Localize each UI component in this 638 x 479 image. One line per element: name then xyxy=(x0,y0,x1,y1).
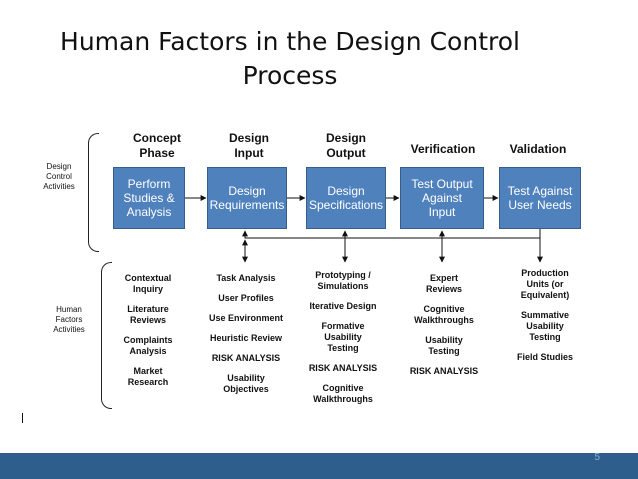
activity-item: Market Research xyxy=(127,366,169,387)
activity-item: Complaints Analysis xyxy=(123,335,173,356)
activity-item: Cognitive Walkthroughs xyxy=(313,383,373,404)
side-label-human-factors: Human Factors Activities xyxy=(46,305,92,335)
box-line: Analysis xyxy=(126,205,172,219)
phase-header-line: Design xyxy=(325,131,366,145)
activity-item: Expert Reviews xyxy=(425,273,463,294)
phase-header-line: Validation xyxy=(509,142,567,156)
phase-header-verification: Verification xyxy=(398,142,488,157)
page-number: 5 xyxy=(594,452,600,463)
side-label-line: Design xyxy=(46,162,72,171)
phase-header-concept: Concept Phase xyxy=(117,131,197,161)
box-line: Against xyxy=(421,191,463,205)
phase-header-line: Output xyxy=(326,146,366,160)
activity-item: RISK ANALYSIS xyxy=(409,366,479,376)
activity-item: Production Units (or Equivalent) xyxy=(520,268,570,300)
box-line: Design xyxy=(228,184,266,198)
slide-title-line1: Human Factors in the Design Control xyxy=(60,27,520,56)
activity-item: Contextual Inquiry xyxy=(124,273,172,294)
activity-item: Literature Reviews xyxy=(127,304,169,325)
phase-header-line: Phase xyxy=(139,146,175,160)
box-line: Input xyxy=(428,205,456,219)
activity-item: Prototyping / Simulations xyxy=(315,270,371,291)
activity-item: Iterative Design xyxy=(309,301,377,311)
box-line: Test Against xyxy=(507,184,573,198)
side-label-line: Control xyxy=(46,172,72,181)
phase-header-design-input: Design Input xyxy=(209,131,289,161)
activity-item: User Profiles xyxy=(218,293,274,303)
side-label-line: Factors xyxy=(55,315,83,324)
activity-item: Usability Objectives xyxy=(223,373,269,394)
activity-column-verification: Expert Reviews Cognitive Walkthroughs Us… xyxy=(400,273,488,386)
feedback-arrow xyxy=(242,229,541,239)
box-line: Studies & xyxy=(123,191,175,205)
activity-item: Heuristic Review xyxy=(209,333,283,343)
activity-item: Use Environment xyxy=(208,313,284,323)
activity-item: RISK ANALYSIS xyxy=(211,353,281,363)
box-line: Perform xyxy=(127,177,171,191)
activity-item: Summative Usability Testing xyxy=(520,310,570,342)
phase-header-design-output: Design Output xyxy=(306,131,386,161)
phase-header-validation: Validation xyxy=(498,142,578,157)
side-label-line: Activities xyxy=(43,182,75,191)
side-label-line: Human xyxy=(56,305,82,314)
activity-column-concept: Contextual Inquiry Literature Reviews Co… xyxy=(112,273,184,397)
side-label-design-control: Design Control Activities xyxy=(36,162,82,192)
activity-column-design-output: Prototyping / Simulations Iterative Desi… xyxy=(298,270,388,414)
phase-header-line: Design xyxy=(228,131,269,145)
activity-item: Task Analysis xyxy=(216,273,276,283)
side-label-line: Activities xyxy=(53,325,85,334)
box-line: Specifications xyxy=(308,198,384,212)
box-line: Design xyxy=(327,184,365,198)
activity-item: Field Studies xyxy=(516,352,573,362)
phase-header-line: Concept xyxy=(133,131,181,145)
activity-column-design-input: Task Analysis User Profiles Use Environm… xyxy=(202,273,290,404)
box-line: User Needs xyxy=(508,198,572,212)
slide-title-line2: Process xyxy=(242,61,338,90)
phase-header-line: Verification xyxy=(410,142,476,156)
activity-item: RISK ANALYSIS xyxy=(308,363,378,373)
activity-item: Usability Testing xyxy=(425,335,463,356)
activity-item: Cognitive Walkthroughs xyxy=(414,304,474,325)
text-cursor-mark xyxy=(22,413,23,423)
footer-bar xyxy=(0,453,638,479)
activity-item: Formative Usability Testing xyxy=(321,321,365,353)
activity-column-validation: Production Units (or Equivalent) Summati… xyxy=(502,268,588,372)
box-line: Requirements xyxy=(209,198,285,212)
phase-header-line: Input xyxy=(234,146,264,160)
box-line: Test Output xyxy=(411,177,473,191)
